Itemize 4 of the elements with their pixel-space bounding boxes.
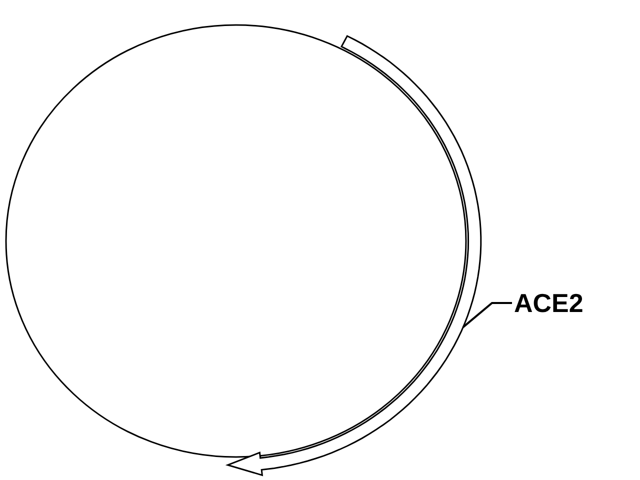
plasmid-circle [5, 24, 467, 458]
leader-line [462, 302, 512, 328]
gene-label: ACE2 [514, 288, 584, 318]
gene-arrow [225, 35, 482, 476]
